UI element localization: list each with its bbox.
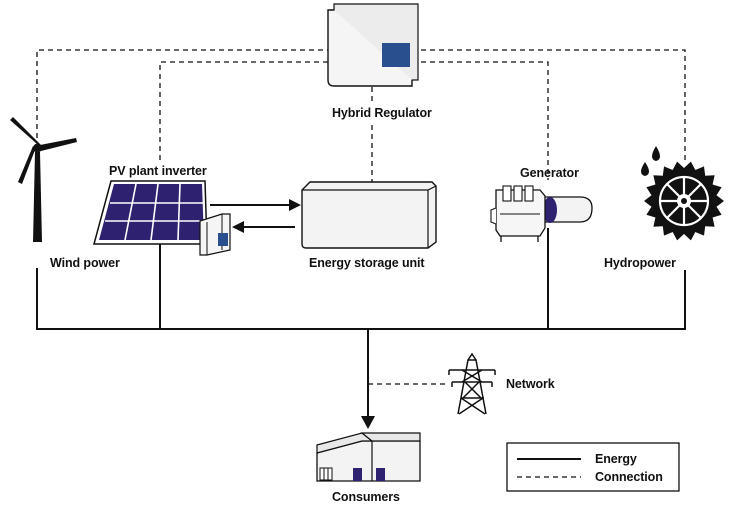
water-wheel-spoke bbox=[687, 182, 703, 198]
transmission-tower-icon bbox=[448, 352, 496, 415]
legend-connection-label: Connection bbox=[595, 470, 663, 484]
connection-lines bbox=[36, 49, 686, 385]
building-icon bbox=[316, 432, 421, 482]
water-wheel-spoke bbox=[687, 204, 703, 220]
label-hybrid-regulator: Hybrid Regulator bbox=[332, 106, 432, 120]
water-wheel-spoke bbox=[665, 182, 681, 198]
label-energy-storage-unit: Energy storage unit bbox=[309, 256, 425, 270]
label-generator: Generator bbox=[520, 166, 579, 180]
battery-storage-icon bbox=[301, 181, 437, 249]
label-pv-plant-inverter: PV plant inverter bbox=[109, 164, 207, 178]
solar-panel-icon bbox=[93, 180, 208, 245]
energy-arrowheads bbox=[232, 199, 375, 429]
generator-icon bbox=[490, 185, 593, 242]
label-wind-power: Wind power bbox=[50, 256, 120, 270]
energy-lines bbox=[36, 204, 686, 420]
label-network: Network bbox=[506, 377, 555, 391]
water-wheel-icon bbox=[644, 161, 724, 241]
water-drops-icon bbox=[641, 146, 660, 176]
hybrid-regulator-icon bbox=[327, 3, 419, 87]
water-wheel-spoke bbox=[665, 204, 681, 220]
inverter-icon bbox=[199, 213, 231, 256]
wind-turbine-icon bbox=[10, 117, 77, 242]
label-hydropower: Hydropower bbox=[604, 256, 676, 270]
label-consumers: Consumers bbox=[332, 490, 400, 504]
legend-energy-label: Energy bbox=[595, 452, 637, 466]
legend-box bbox=[506, 442, 680, 492]
